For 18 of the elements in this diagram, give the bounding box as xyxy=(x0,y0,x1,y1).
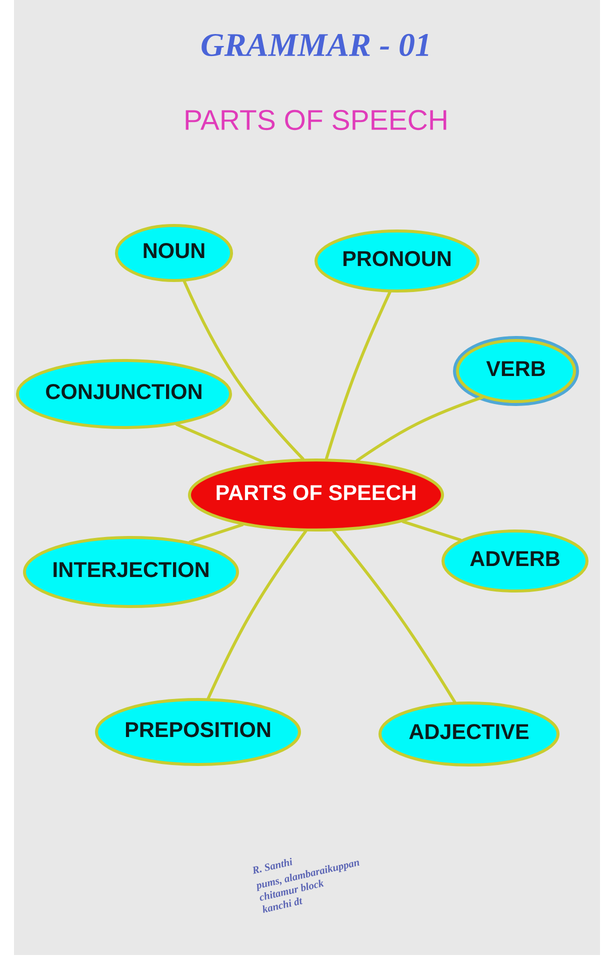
subtitle: PARTS OF SPEECH xyxy=(186,110,446,130)
ellipse-node: VERB xyxy=(453,336,579,406)
connector-line xyxy=(182,280,304,460)
ellipse-node: PRONOUN xyxy=(314,230,480,292)
connector-line xyxy=(206,530,308,700)
title: GRAMMAR - 01 xyxy=(202,34,428,56)
connector-line xyxy=(324,290,392,460)
connector-line xyxy=(356,396,484,462)
ellipse-node: INTERJECTION xyxy=(23,536,239,608)
ellipse-node: PREPOSITION xyxy=(95,698,301,766)
ellipse-node: ADJECTIVE xyxy=(378,702,560,766)
connector-line xyxy=(332,530,456,704)
connector-line xyxy=(188,523,244,544)
connector-line xyxy=(402,520,462,542)
ellipse-node: CONJUNCTION xyxy=(16,359,232,429)
ellipse-node: ADVERB xyxy=(442,530,588,592)
ellipse-node: NOUN xyxy=(115,224,233,282)
connector-line xyxy=(175,423,264,464)
